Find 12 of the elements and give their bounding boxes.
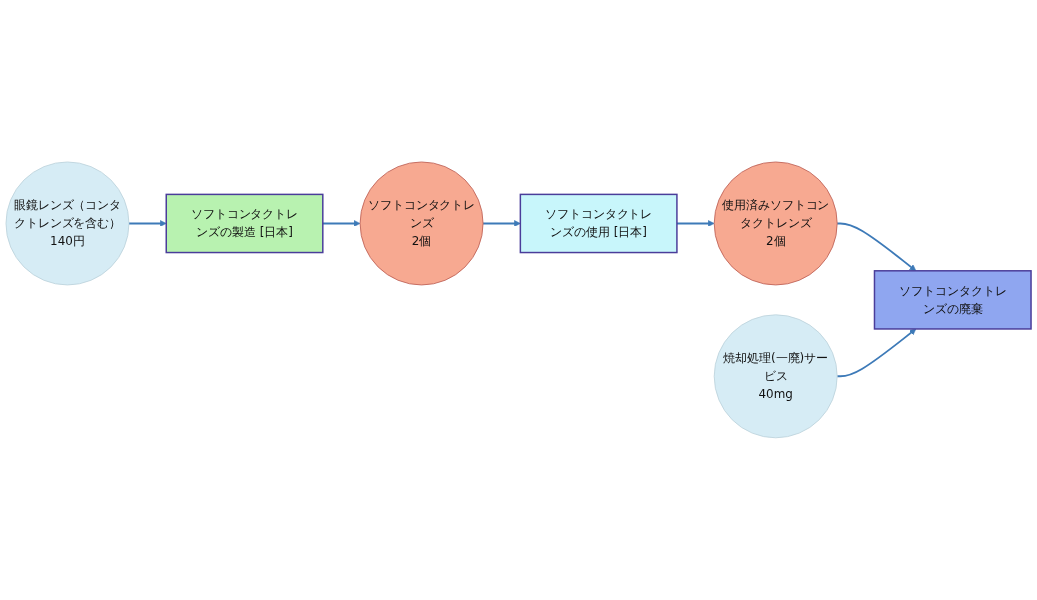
node-circle: ソフトコンタクトレンズ 2個 <box>359 161 484 286</box>
node-circle: 焼却処理(一廃)サービス 40mg <box>713 314 838 439</box>
node-box: ソフトコンタクトレンズの製造 [日本] <box>165 193 324 254</box>
node-box: ソフトコンタクトレンズの使用 [日本] <box>519 193 678 254</box>
arrow <box>836 328 917 378</box>
arrow <box>836 222 917 272</box>
arrow <box>676 220 715 227</box>
node-circle: 使用済みソフトコンタクトレンズ 2個 <box>713 161 838 286</box>
arrow <box>128 220 167 227</box>
node-circle: 眼鏡レンズ（コンタクトレンズを含む） 140円 <box>5 161 130 286</box>
arrow <box>482 220 521 227</box>
node-box: ソフトコンタクトレンズの廃棄 <box>873 270 1032 330</box>
